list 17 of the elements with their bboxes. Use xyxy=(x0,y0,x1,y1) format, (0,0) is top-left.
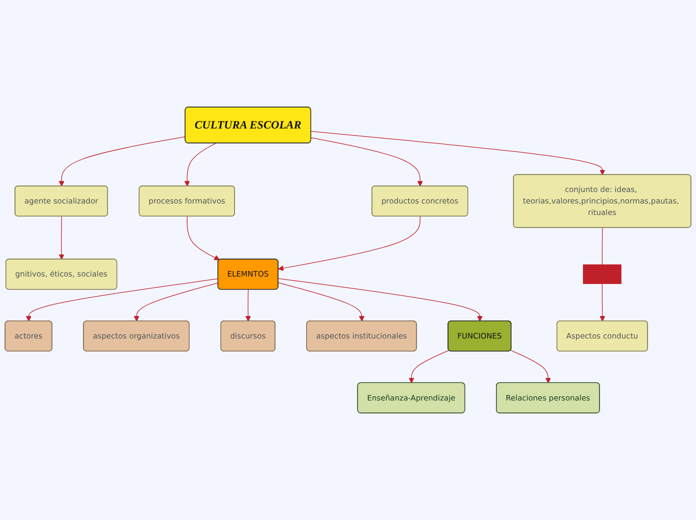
arrow xyxy=(600,283,606,322)
node-box xyxy=(582,264,622,284)
arrow xyxy=(245,289,251,322)
arrow xyxy=(134,282,218,322)
arrow xyxy=(278,278,483,322)
arrow xyxy=(408,350,450,384)
connector xyxy=(602,228,603,266)
arrow xyxy=(58,136,186,186)
arrow xyxy=(184,143,216,186)
arrow xyxy=(510,350,551,384)
arrow xyxy=(26,278,218,322)
arrow xyxy=(310,131,606,176)
arrow xyxy=(278,216,420,271)
arrow xyxy=(58,216,64,260)
arrow xyxy=(186,216,220,260)
arrow xyxy=(310,137,423,186)
arrow xyxy=(278,282,365,322)
